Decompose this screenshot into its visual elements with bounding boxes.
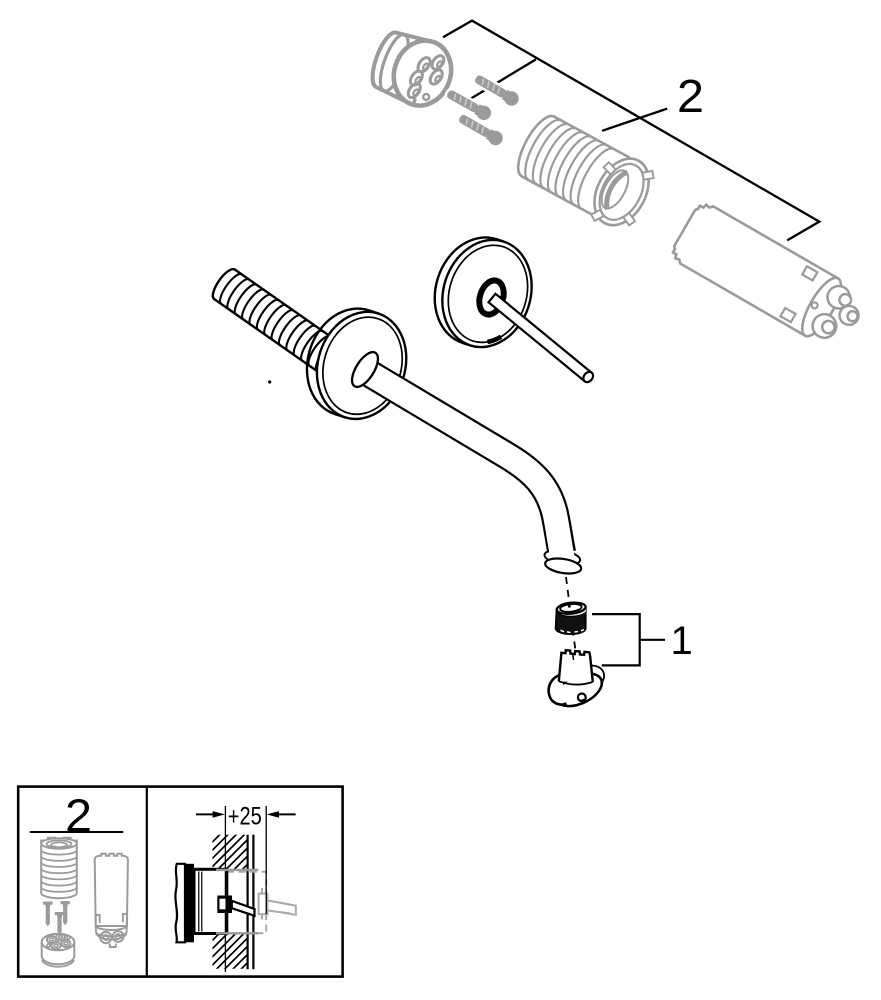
- svg-text:+25: +25: [228, 802, 262, 830]
- svg-text:1: 1: [671, 619, 693, 663]
- svg-text:2: 2: [677, 70, 704, 122]
- svg-text:2: 2: [65, 790, 92, 842]
